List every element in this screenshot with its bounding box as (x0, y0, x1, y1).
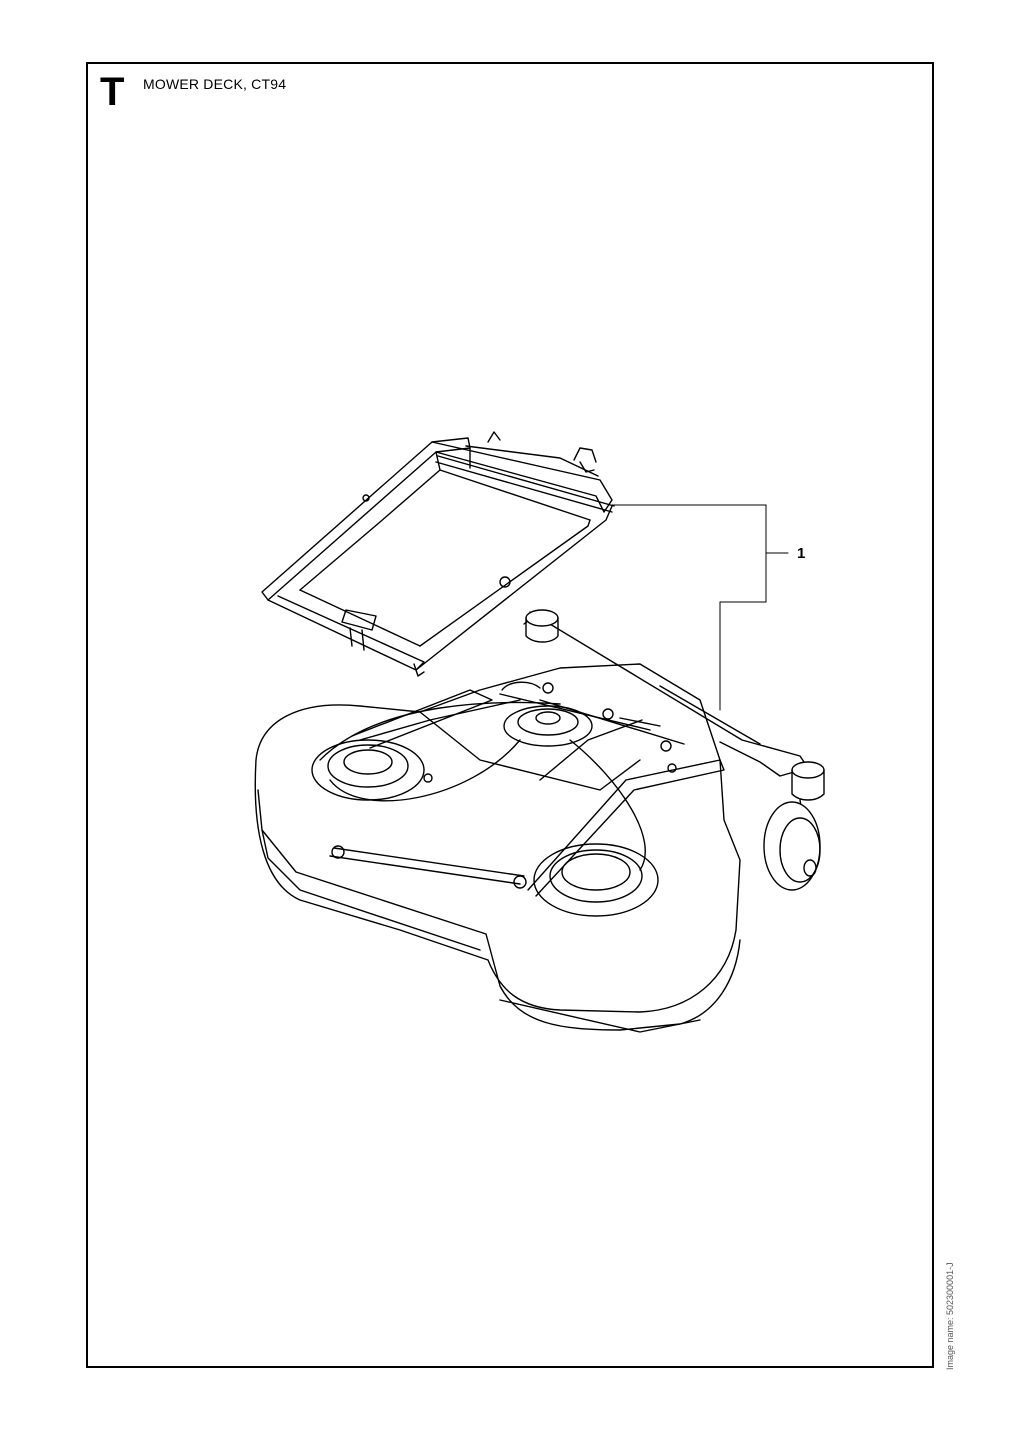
image-name-label: Image name: 502300001-J (945, 1262, 955, 1370)
lift-linkage (329, 681, 725, 897)
callout-bracket (611, 504, 789, 711)
page-frame (86, 62, 934, 1368)
deck-housing (254, 663, 741, 1033)
lift-frame (261, 431, 615, 677)
page-title: MOWER DECK, CT94 (143, 76, 287, 92)
section-letter: T (100, 70, 125, 114)
front-wheel-assembly (523, 609, 825, 891)
callout-label-1: 1 (797, 545, 805, 562)
